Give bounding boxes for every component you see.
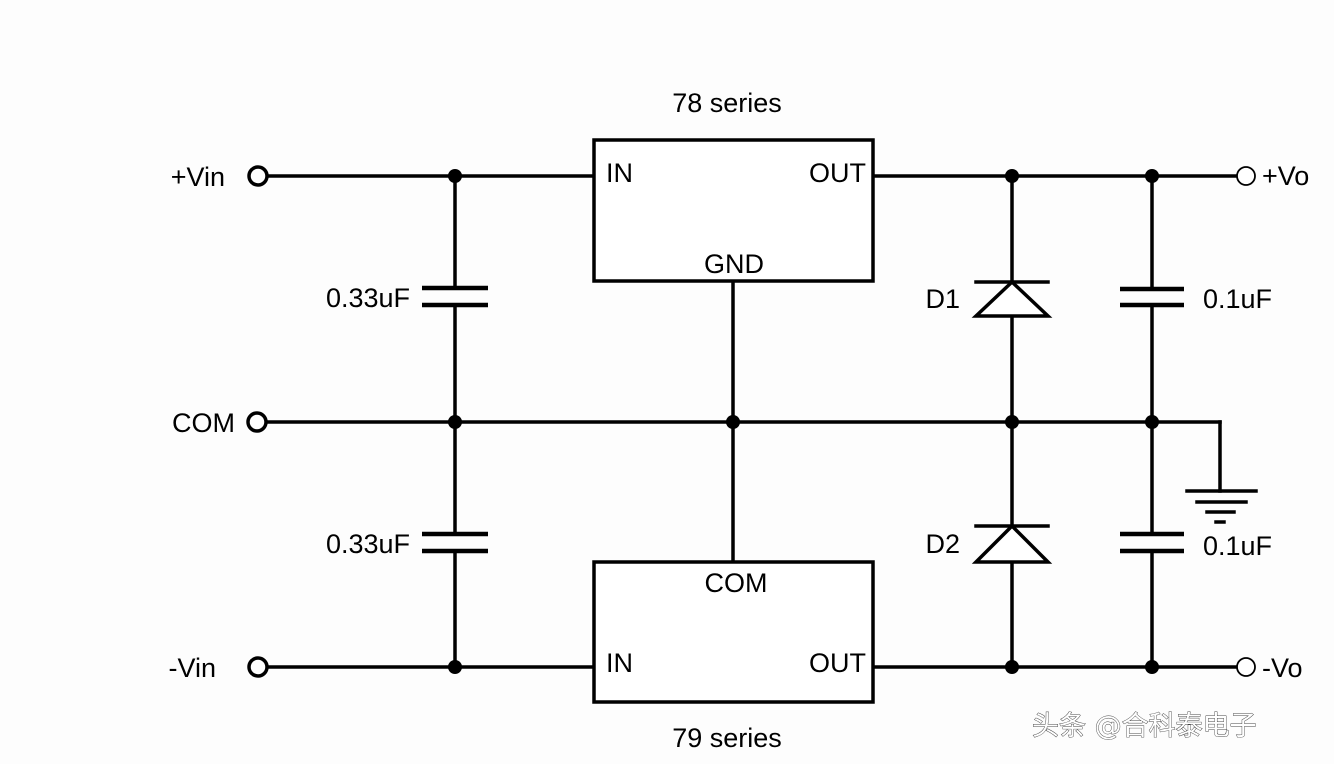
junction-dot: [448, 169, 462, 183]
label-c-out-top: 0.1uF: [1203, 284, 1272, 314]
junction-dot: [1005, 169, 1019, 183]
terminal-vo-pos: [1236, 166, 1256, 186]
label-vo-pos: +Vo: [1262, 161, 1309, 191]
junction-dot: [1145, 169, 1159, 183]
junction-dot: [1005, 415, 1019, 429]
junction-dot: [1145, 660, 1159, 674]
label-com: COM: [172, 408, 235, 438]
capacitor-in-bottom: [422, 531, 488, 554]
wires: [264, 174, 1239, 669]
label-d2: D2: [925, 529, 960, 559]
label-c-in-bottom: 0.33uF: [326, 529, 410, 559]
ground-symbol: [1185, 489, 1258, 524]
junction-dot: [448, 660, 462, 674]
label-79-in: IN: [606, 648, 633, 678]
regulator-79-box: [592, 560, 875, 704]
label-vo-neg: -Vo: [1262, 653, 1303, 683]
capacitor-out-bottom: [1120, 531, 1184, 554]
diode-d2: [971, 523, 1053, 564]
junction-dot: [1145, 415, 1159, 429]
regulator-78-box: [592, 138, 875, 283]
terminal-vin-neg: [247, 656, 269, 678]
label-78-in: IN: [606, 158, 633, 188]
junction-dot: [726, 415, 740, 429]
label-78-gnd: GND: [704, 249, 764, 279]
label-vin-pos: +Vin: [171, 162, 225, 192]
label-79-com: COM: [705, 568, 768, 598]
label-c-in-top: 0.33uF: [326, 283, 410, 313]
capacitor-in-top: [422, 285, 488, 308]
label-vin-neg: -Vin: [168, 653, 216, 683]
diode-d1: [971, 279, 1053, 318]
label-78-series: 78 series: [672, 88, 782, 118]
label-78-out: OUT: [809, 158, 866, 188]
junction-dots: [448, 169, 1159, 674]
label-d1: D1: [925, 284, 960, 314]
watermark: 头条 @合科泰电子: [1032, 711, 1257, 742]
terminal-vo-neg: [1236, 657, 1256, 677]
junction-dot: [448, 415, 462, 429]
junction-dot: [1005, 660, 1019, 674]
terminal-vin-pos: [247, 165, 269, 187]
capacitor-out-top: [1120, 286, 1184, 308]
label-c-out-bottom: 0.1uF: [1203, 531, 1272, 561]
label-79-series: 79 series: [672, 723, 782, 753]
label-79-out: OUT: [809, 648, 866, 678]
terminal-com: [246, 411, 268, 433]
